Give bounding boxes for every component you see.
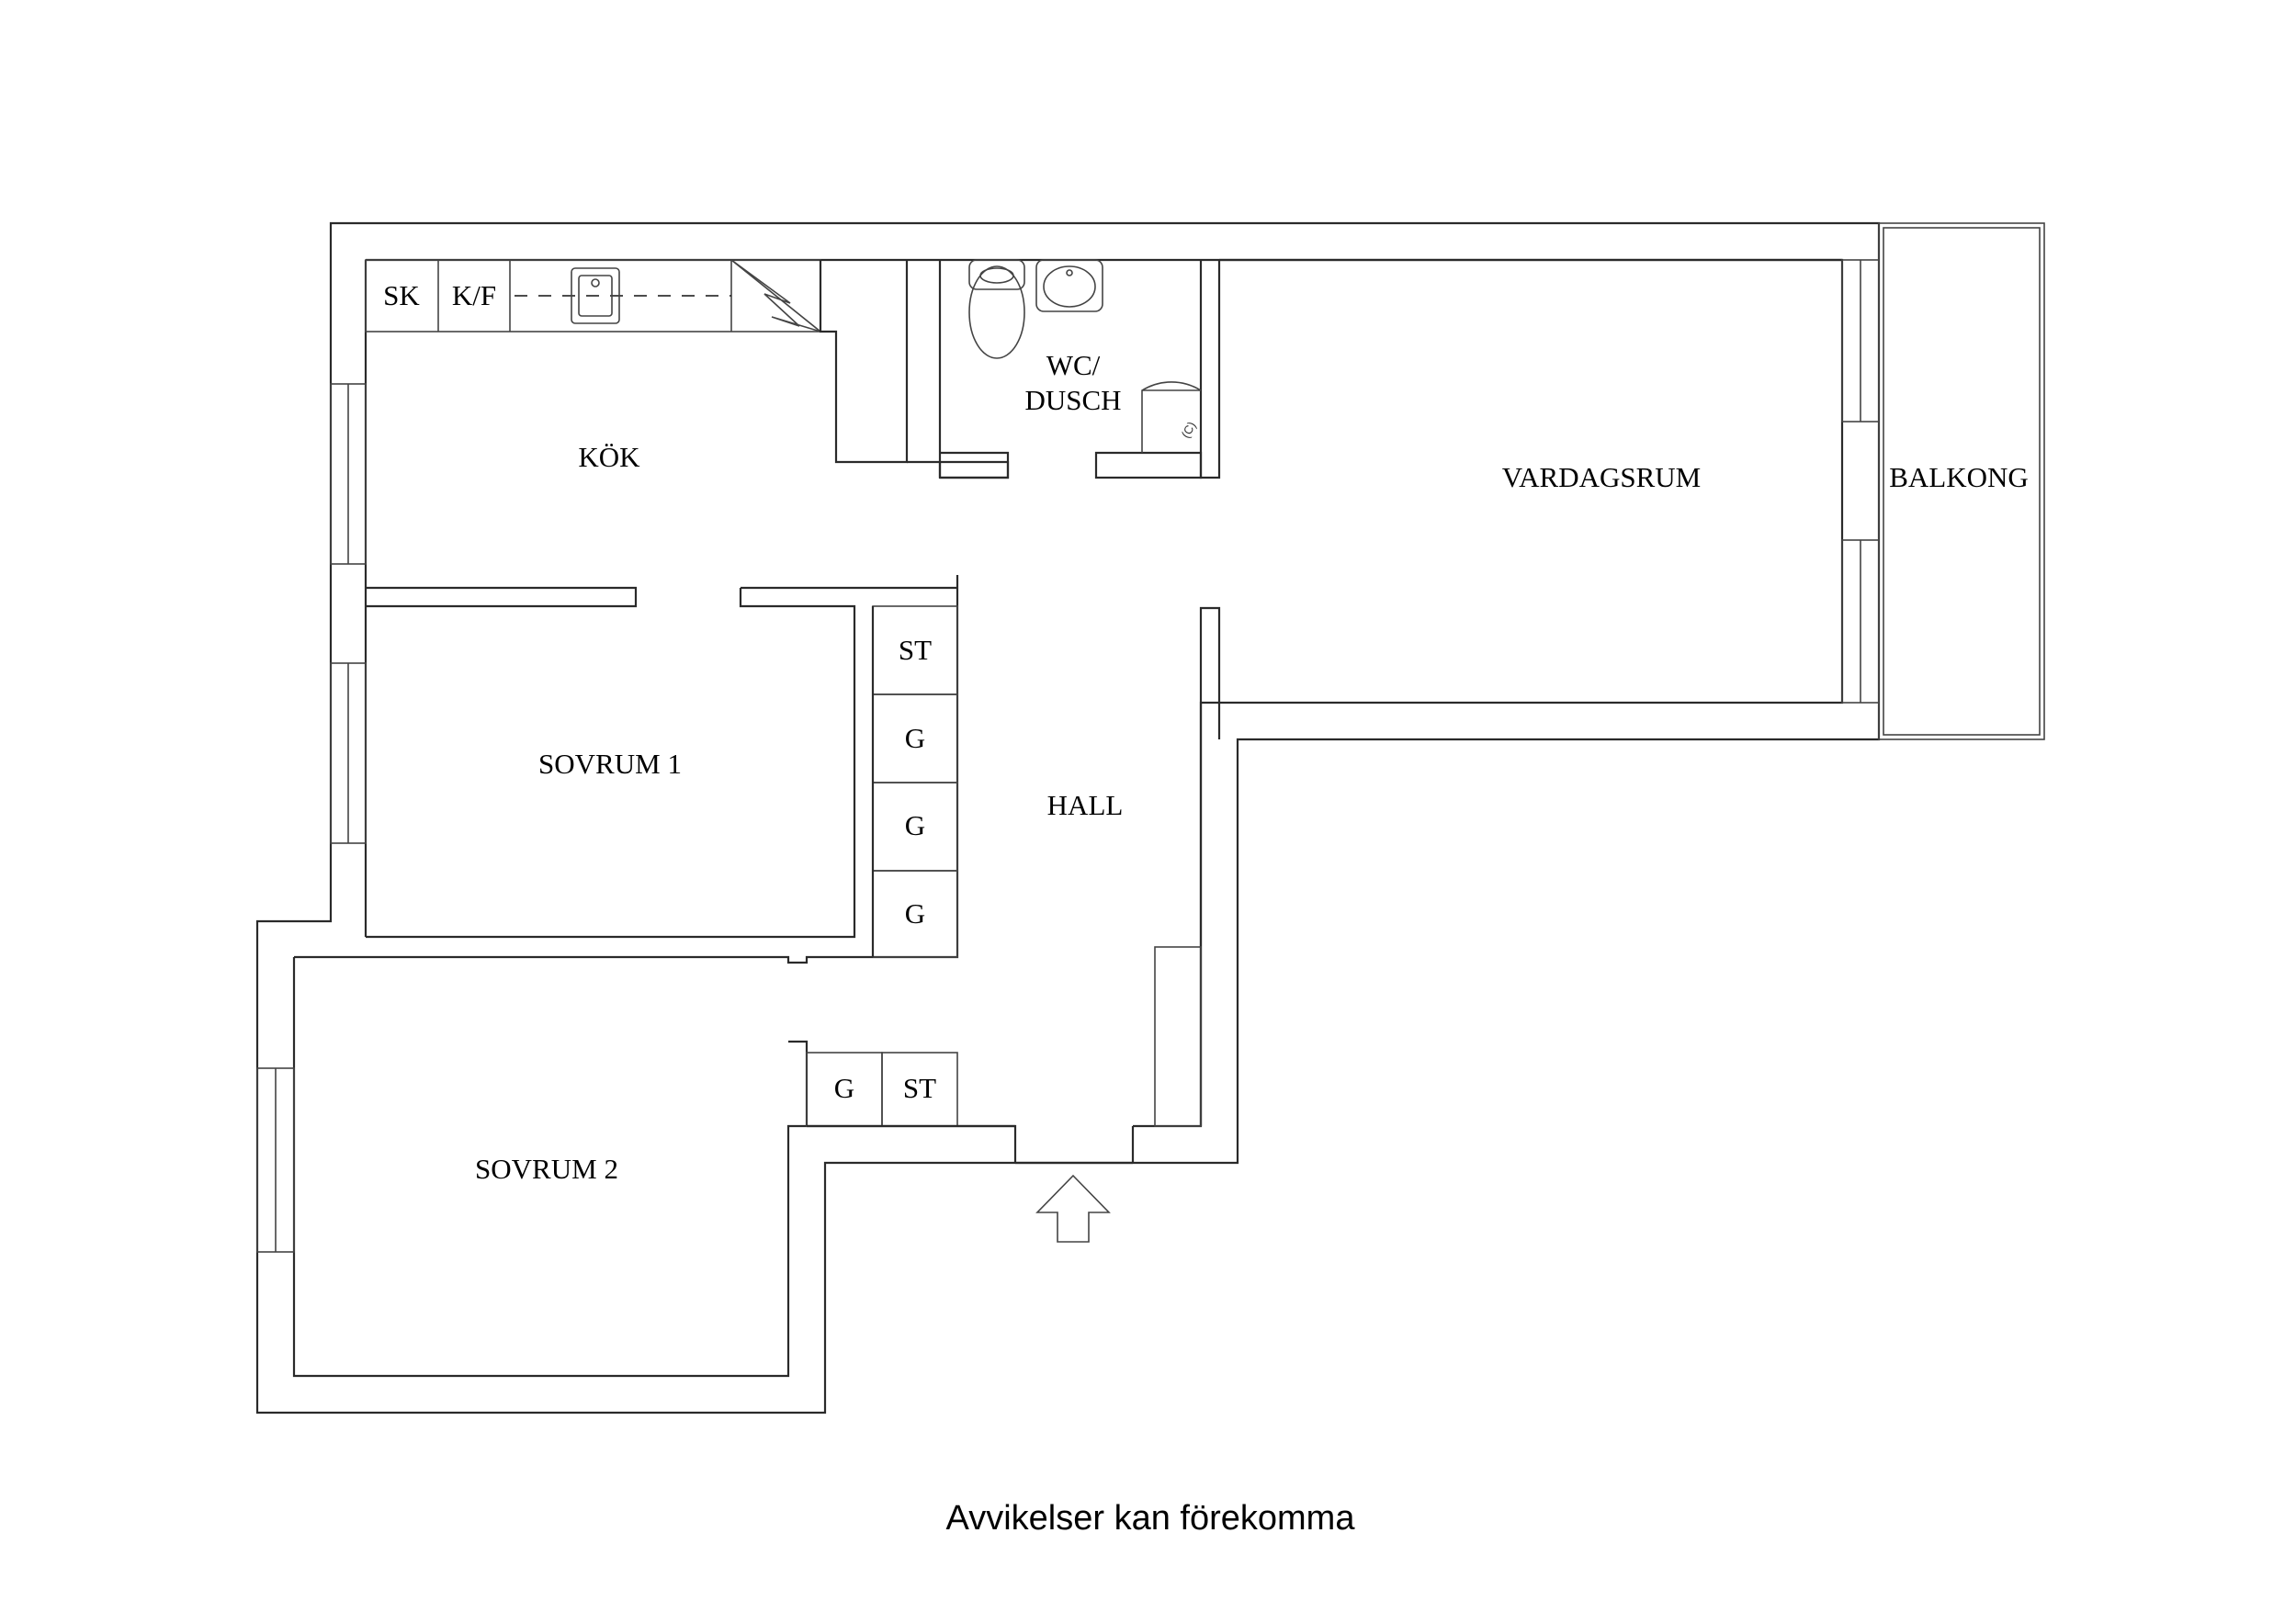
balcony-label: BALKONG xyxy=(1889,461,2029,493)
bedroom2-top-wall xyxy=(294,955,873,964)
closet-g1: G xyxy=(905,722,925,754)
bedroom2-label: SOVRUM 2 xyxy=(475,1153,618,1185)
balcony-window-bottom xyxy=(1841,539,1880,704)
living-room-label: VARDAGSRUM xyxy=(1502,461,1702,493)
entrance-left-wall xyxy=(807,1124,1017,1163)
living-room-inner-wall xyxy=(1199,258,1844,1126)
closet-st-top: ST xyxy=(899,634,932,666)
wc-bottom-left-stub xyxy=(940,451,1010,479)
stove-icon xyxy=(730,259,821,332)
hall-right-recess xyxy=(1154,946,1202,1127)
left-wall-inner-bottom xyxy=(292,957,1015,1378)
toilet-icon xyxy=(968,259,1025,359)
entrance-arrow-icon xyxy=(1035,1174,1111,1243)
closet-g3: G xyxy=(905,897,925,930)
wc-label-line1: WC/ xyxy=(1046,349,1101,381)
shower-corner: (C) xyxy=(1141,381,1202,453)
sink-icon xyxy=(571,267,620,324)
sk-label: SK xyxy=(383,279,420,311)
shower-mark: (C) xyxy=(1179,419,1199,440)
disclaimer-caption: Avvikelser kan förekomma xyxy=(946,1499,1356,1538)
window-kitchen xyxy=(330,383,367,565)
bedroom2-closet-wall xyxy=(788,1040,809,1126)
bedroom1-right-wall xyxy=(366,588,856,939)
kf-label: K/F xyxy=(452,279,496,311)
closet-g2: G xyxy=(905,809,925,841)
closet-g-bottom: G xyxy=(834,1072,854,1104)
closet-st-bottom: ST xyxy=(903,1072,936,1104)
wc-stub-left xyxy=(907,460,942,478)
washbasin-icon xyxy=(1035,259,1103,312)
kitchen-right-wall xyxy=(819,260,909,464)
kitchen-counter xyxy=(365,259,821,332)
window-bedroom1 xyxy=(330,662,367,844)
wc-bottom-right-stub xyxy=(1094,451,1203,479)
kitchen-bedroom1-wall-left xyxy=(366,586,638,608)
wc-right-wall xyxy=(1199,260,1221,479)
window-bedroom2 xyxy=(256,1067,295,1253)
wc-label-line2: DUSCH xyxy=(1024,384,1121,416)
wc-left-wall xyxy=(938,260,1010,479)
bedroom1-label: SOVRUM 1 xyxy=(538,748,682,780)
hall-label: HALL xyxy=(1047,789,1124,821)
balcony-window-top xyxy=(1841,259,1880,423)
balcony xyxy=(1878,222,2045,740)
entrance-right-wall xyxy=(1133,701,1221,1128)
kitchen-label: KÖK xyxy=(578,441,640,473)
